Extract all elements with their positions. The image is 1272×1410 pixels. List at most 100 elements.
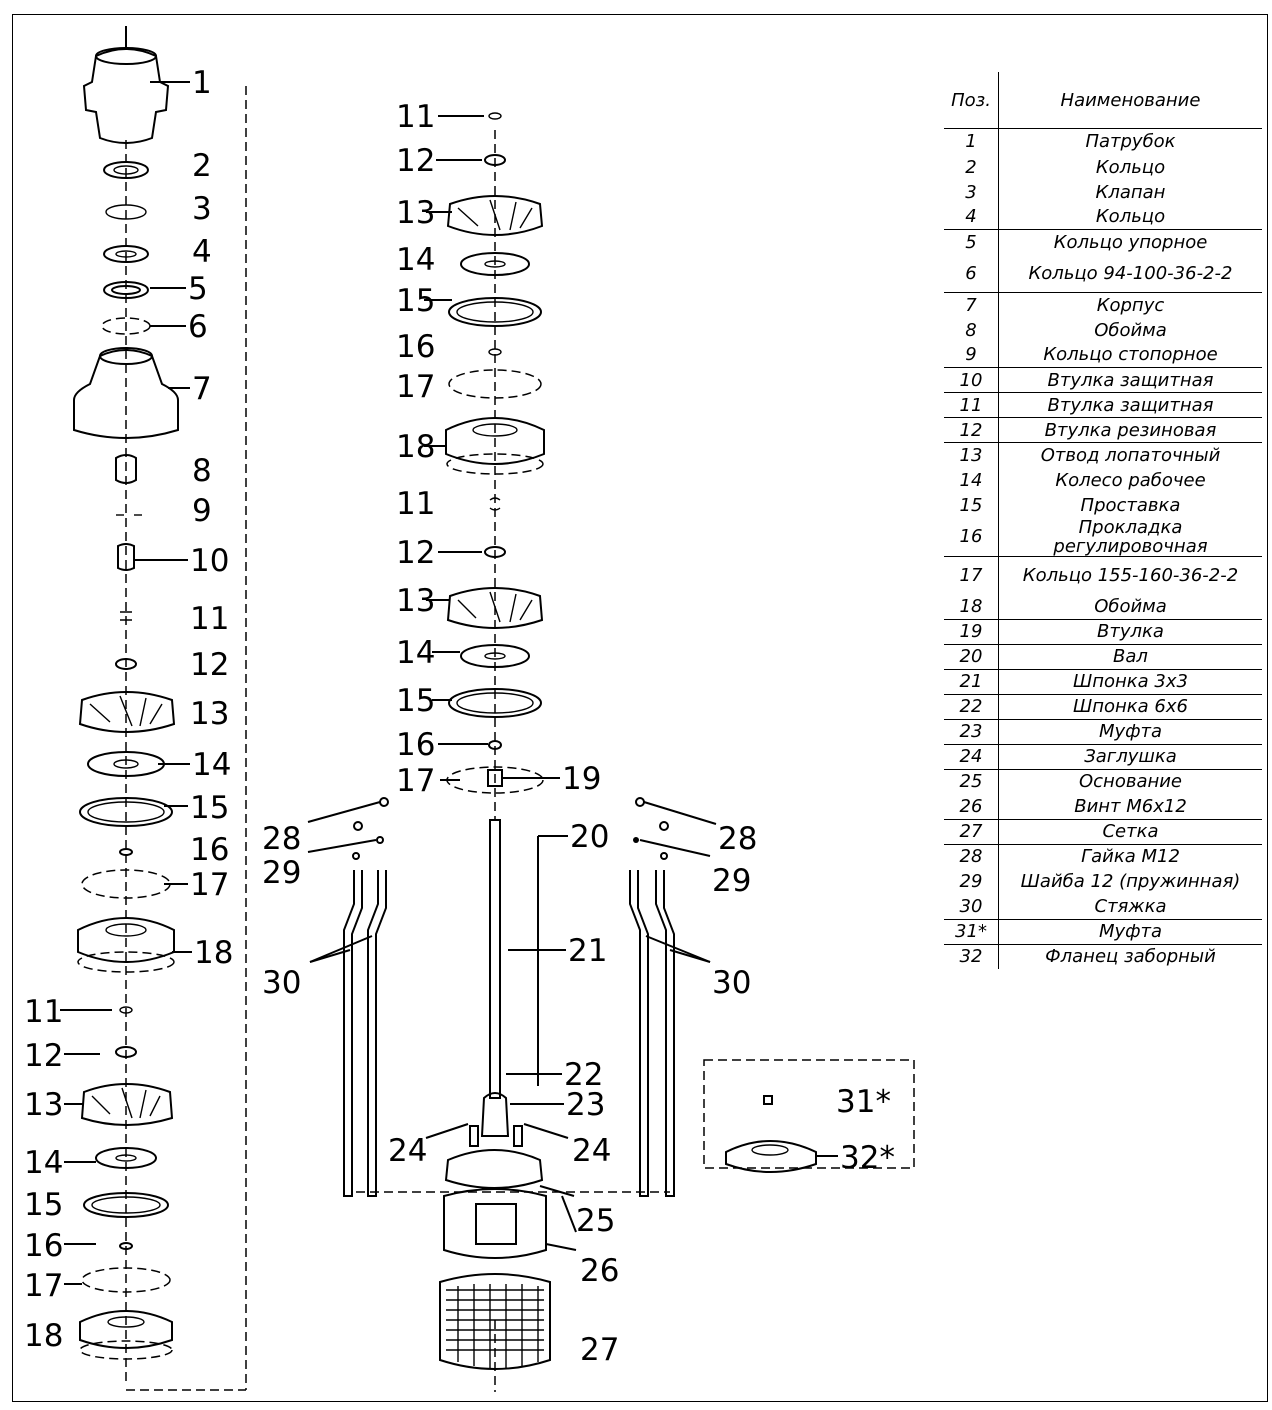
cell-name: Основание <box>998 768 1262 794</box>
label-10: 10 <box>190 543 229 579</box>
cell-pos: 15 <box>944 492 999 518</box>
cell-name: Обойма <box>1094 595 1167 617</box>
cell-name: Отвод лопаточный <box>998 442 1262 468</box>
cell-pos: 5 <box>944 229 999 255</box>
cell-pos: 6 <box>944 254 999 293</box>
cell-pos: 31* <box>944 918 999 944</box>
cell-pos: 17 <box>944 555 999 594</box>
label-22: 22 <box>564 1057 603 1093</box>
cell-name: Кольцо стопорное <box>1043 344 1218 366</box>
table-header-pos: Поз. <box>944 72 999 129</box>
label-18a: 18 <box>194 935 233 971</box>
table-header-name: Наименование <box>998 72 1262 129</box>
label-24b: 24 <box>572 1133 611 1169</box>
label-9: 9 <box>192 493 212 529</box>
tie-rods <box>343 797 675 1197</box>
label-20: 20 <box>570 819 609 855</box>
cell-pos: 16 <box>944 517 999 556</box>
label-17b: 17 <box>24 1268 63 1304</box>
label-14a: 14 <box>192 747 231 783</box>
cell-pos: 7 <box>944 292 999 318</box>
cell-name: Шпонка 3х3 <box>998 668 1262 694</box>
cell-name: Патрубок <box>1085 131 1176 153</box>
label-16b: 16 <box>24 1228 63 1264</box>
cell-pos: 27 <box>944 818 999 844</box>
cell-pos: 20 <box>944 643 999 669</box>
label-12c: 12 <box>396 143 435 179</box>
label-2: 2 <box>192 148 212 184</box>
label-12b: 12 <box>24 1038 63 1074</box>
label-14c: 14 <box>396 242 435 278</box>
label-15b: 15 <box>24 1187 63 1223</box>
cell-name: Фланец заборный <box>998 943 1262 969</box>
cell-pos: 14 <box>944 467 999 493</box>
cell-pos: 8 <box>944 317 999 343</box>
label-15d: 15 <box>396 683 435 719</box>
cell-pos: 22 <box>944 693 999 719</box>
label-3: 3 <box>192 191 212 227</box>
cell-name: Вал <box>998 643 1262 669</box>
cell-pos: 3 <box>944 179 999 205</box>
cell-name: Гайка М12 <box>998 843 1262 869</box>
cell-name: Заглушка <box>998 743 1262 769</box>
label-11b: 11 <box>24 994 63 1030</box>
label-29b: 29 <box>712 863 751 899</box>
cell-pos: 9 <box>944 342 999 368</box>
label-30b: 30 <box>712 965 751 1001</box>
cell-name: Втулка резиновая <box>998 417 1262 443</box>
cell-name: Винт М6х12 <box>1074 795 1187 817</box>
leader-lines <box>60 81 838 1285</box>
label-28b: 28 <box>718 821 757 857</box>
cell-pos: 32 <box>944 943 999 969</box>
cell-pos: 24 <box>944 743 999 769</box>
label-5: 5 <box>188 271 208 307</box>
cell-name: Кольцо <box>1095 206 1166 228</box>
part-outlines-center <box>439 112 551 1392</box>
label-13c: 13 <box>396 195 435 231</box>
label-13a: 13 <box>190 696 229 732</box>
label-15c: 15 <box>396 283 435 319</box>
label-4: 4 <box>192 234 212 270</box>
cell-pos: 4 <box>944 204 999 230</box>
cell-pos: 10 <box>944 367 999 393</box>
cell-name: Сетка <box>998 818 1262 844</box>
cell-name: Кольцо 155-160-36-2-2 <box>998 555 1262 594</box>
cell-name: Муфта <box>998 718 1262 744</box>
label-14b: 14 <box>24 1145 63 1181</box>
cell-name: Кольцо упорное <box>998 229 1262 255</box>
cell-pos: 25 <box>944 768 999 794</box>
cell-name: Шпонка 6х6 <box>998 693 1262 719</box>
cell-pos: 12 <box>944 417 999 443</box>
label-11a: 11 <box>190 601 229 637</box>
cell-pos: 29 <box>944 869 999 894</box>
label-31: 31* <box>836 1084 891 1120</box>
label-24a: 24 <box>388 1133 427 1169</box>
cell-name: Кольцо <box>1095 156 1166 178</box>
cell-pos: 21 <box>944 668 999 694</box>
table-row: 31*Муфта <box>944 918 1262 944</box>
cell-name: Муфта <box>998 918 1262 944</box>
cell-name: Корпус <box>998 292 1262 318</box>
part-labels: 1 2 3 4 5 6 7 8 9 10 11 12 13 14 15 16 1… <box>24 65 895 1368</box>
label-13b: 13 <box>24 1087 63 1123</box>
